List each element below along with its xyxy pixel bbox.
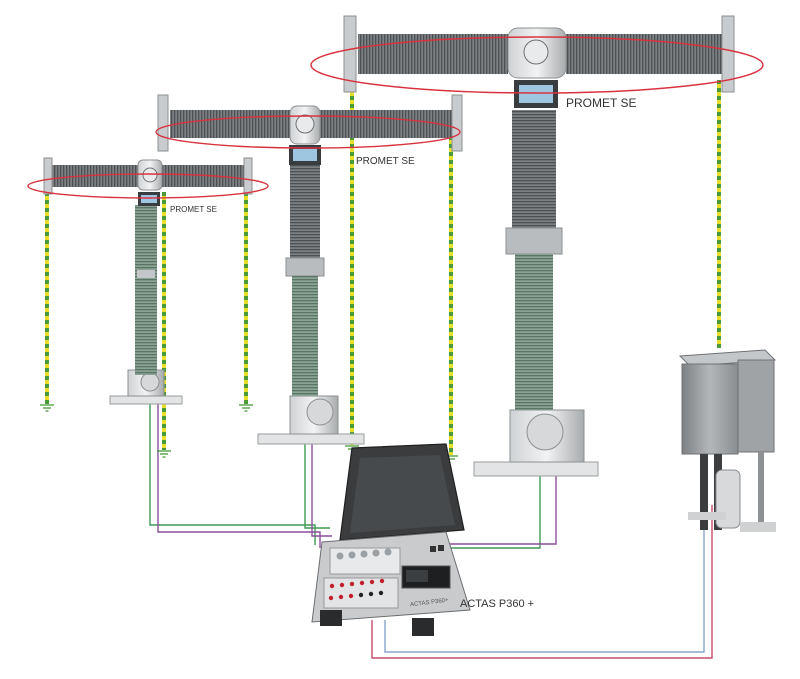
ground-wire xyxy=(449,125,453,455)
ground-conductors xyxy=(40,75,721,460)
breaker-label-medium: PROMET SE xyxy=(356,156,415,167)
ground-wire xyxy=(350,75,354,445)
test-cables xyxy=(149,395,713,659)
test-device xyxy=(311,443,471,636)
cable-green xyxy=(304,440,330,529)
cable-purple xyxy=(157,398,321,548)
breaker-label-small: PROMET SE xyxy=(170,205,217,214)
breaker-medium xyxy=(155,94,463,445)
ground-wire xyxy=(717,80,721,348)
device-label: ACTAS P360 + xyxy=(460,598,535,610)
breaker-large xyxy=(310,15,764,477)
control-cabinet xyxy=(678,349,777,532)
ground-symbol xyxy=(40,404,458,460)
device-panel-grid xyxy=(323,545,451,609)
ground-wire xyxy=(162,192,166,450)
cable-purple xyxy=(311,440,332,537)
cable-purple xyxy=(405,470,557,545)
cable-blue xyxy=(384,505,705,653)
cable-red xyxy=(371,505,713,659)
ground-wire xyxy=(45,188,49,404)
breaker-small xyxy=(27,157,269,405)
ground-wire xyxy=(244,188,248,404)
breaker-label-large: PROMET SE xyxy=(566,96,637,110)
cable-green xyxy=(149,395,316,545)
